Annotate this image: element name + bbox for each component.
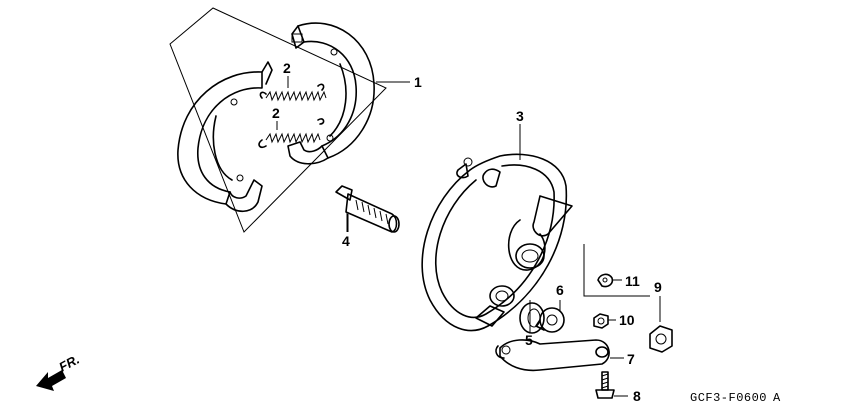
callout-1: 1 <box>414 74 422 90</box>
shoe-set-bounding-box <box>169 7 387 233</box>
axle-nut <box>649 296 673 353</box>
indicator-clip <box>583 244 650 297</box>
brake-shoe-set <box>169 7 410 233</box>
front-arrow-icon <box>36 370 66 391</box>
callout-3: 3 <box>516 108 524 124</box>
brake-arm <box>495 339 624 372</box>
diagram-code-suffix: A <box>773 391 781 405</box>
left-brake-shoe <box>177 61 273 213</box>
diagram-code: GCF3-F0600 <box>690 391 767 405</box>
callout-6: 6 <box>556 282 564 298</box>
wear-indicator-plate <box>535 307 565 333</box>
brake-panel <box>421 124 573 332</box>
right-brake-shoe <box>287 22 375 165</box>
callout-2-upper: 2 <box>283 60 291 76</box>
callout-8: 8 <box>633 388 641 404</box>
callout-5: 5 <box>525 332 533 348</box>
callout-7: 7 <box>627 351 635 367</box>
callout-10: 10 <box>619 312 635 328</box>
brake-cam <box>335 185 400 233</box>
callout-11: 11 <box>625 273 640 289</box>
callout-4: 4 <box>342 233 350 249</box>
upper-spring <box>259 83 327 102</box>
lower-spring <box>258 118 325 149</box>
arm-bolt <box>595 371 628 399</box>
arm-nut <box>593 313 616 329</box>
callout-9: 9 <box>654 279 662 295</box>
callout-2-lower: 2 <box>272 105 280 121</box>
